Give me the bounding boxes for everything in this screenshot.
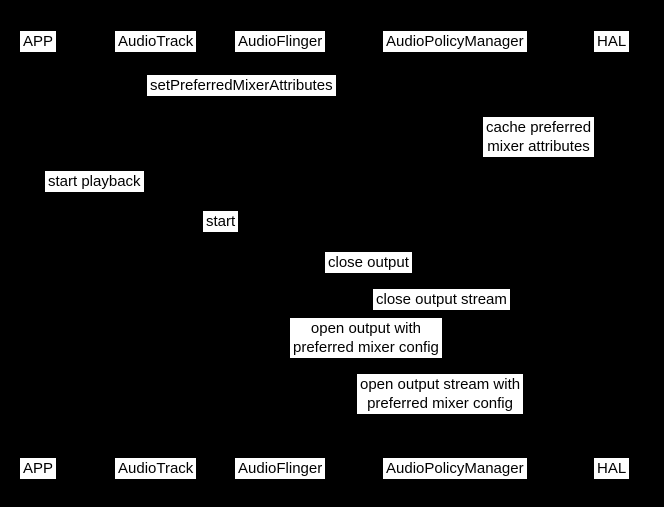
- message-start-playback: start playback: [45, 171, 144, 192]
- participant-bottom-audiotrack: AudioTrack: [115, 458, 197, 479]
- message-open-output-with-preferred-mixer-config: open output with preferred mixer config: [290, 318, 442, 358]
- participant-bottom-audiopolicymanager: AudioPolicyManager: [383, 458, 527, 479]
- participant-top-audioflinger: AudioFlinger: [235, 31, 326, 52]
- participant-top-hal: HAL: [594, 31, 630, 52]
- message-cache-preferred-mixer-attributes: cache preferred mixer attributes: [483, 117, 595, 157]
- message-close-output-stream: close output stream: [373, 289, 510, 310]
- participant-top-app: APP: [20, 31, 57, 52]
- message-close-output: close output: [325, 252, 412, 273]
- participant-bottom-app: APP: [20, 458, 57, 479]
- message-open-output-stream-with-preferred-mixer-config: open output stream with preferred mixer …: [357, 374, 524, 414]
- participant-bottom-hal: HAL: [594, 458, 630, 479]
- participant-top-audiopolicymanager: AudioPolicyManager: [383, 31, 527, 52]
- participant-bottom-audioflinger: AudioFlinger: [235, 458, 326, 479]
- message-set-preferred-mixer-attributes: setPreferredMixerAttributes: [147, 75, 336, 96]
- message-start: start: [203, 211, 239, 232]
- participant-top-audiotrack: AudioTrack: [115, 31, 197, 52]
